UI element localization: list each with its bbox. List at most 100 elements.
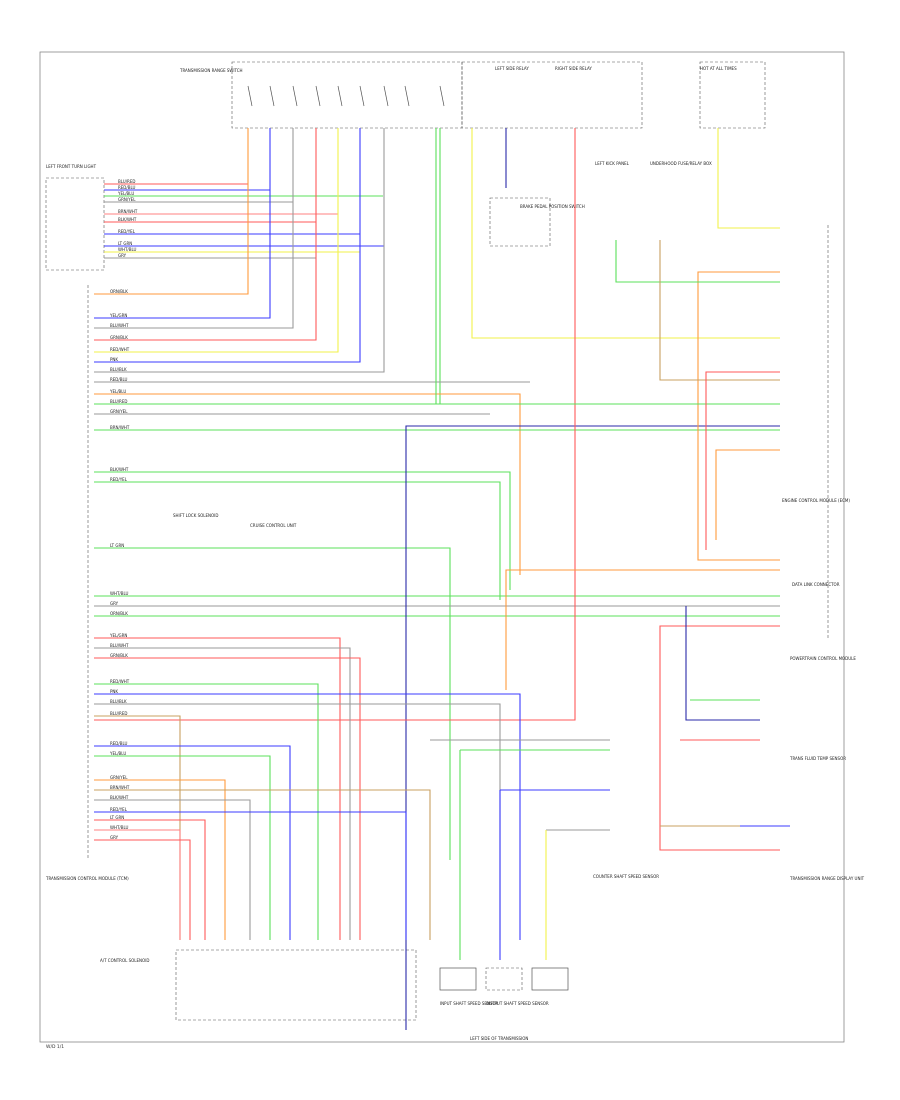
hot-at-all-times-box: HOT AT ALL TIMES	[699, 61, 766, 129]
wire-color-tag: BLK/WHT	[110, 795, 129, 800]
wire-color-tag: YEL/BLU	[109, 751, 126, 756]
dark-blue-right	[685, 606, 760, 721]
wire-color-tag: BRN/WHT	[118, 209, 138, 214]
at-control-solenoid-label: A/T CONTROL SOLENOID	[100, 958, 149, 963]
left-front-turn-label: LEFT FRONT TURN LIGHT	[46, 164, 97, 169]
wire-color-tag: RED/WHT	[110, 347, 130, 352]
lower-bundle-6	[94, 715, 181, 940]
lower-bundle-13	[94, 819, 206, 940]
wire-color-tag: YEL/GRN	[109, 313, 127, 318]
blue-trunk	[405, 425, 780, 1030]
lower-bundle-4	[94, 693, 521, 940]
lower-bundle-7	[94, 745, 291, 940]
wire-color-tag: RED/BLU	[110, 741, 128, 746]
wire-color-tag: PNK	[110, 689, 118, 694]
wire-color-tag: GRY	[110, 835, 119, 840]
range-switch-drop-5	[94, 128, 361, 363]
lower-bundle-9	[94, 779, 226, 940]
orange-mid-run	[505, 569, 780, 690]
wire-color-tag: RED/YEL	[110, 807, 128, 812]
lower-bundle-10	[94, 789, 431, 940]
fuse-block-label: UNDERHOOD FUSE/RELAY BOX	[650, 161, 712, 166]
wire-color-tag: BLU/RED	[110, 711, 127, 716]
right-connector-column: ENGINE CONTROL MODULE (ECM) DATA LINK CO…	[782, 225, 865, 881]
red-relay-run	[94, 128, 576, 721]
lower-bundle-0	[94, 637, 341, 940]
wire-color-tag: RED/YEL	[118, 229, 136, 234]
tcm-label: TRANSMISSION CONTROL MODULE (TCM)	[45, 876, 129, 881]
transmission-range-switch-label: TRANSMISSION RANGE SWITCH	[179, 68, 243, 73]
wire-color-tag: BLU/WHT	[110, 323, 129, 328]
wire-color-tag: BLK/WHT	[118, 217, 137, 222]
ecm-label: ENGINE CONTROL MODULE (ECM)	[782, 498, 850, 503]
lower-bundle-1	[94, 647, 351, 940]
range-switch-drop-1	[94, 128, 271, 319]
range-switch-drop-6	[94, 128, 385, 373]
page-label: W/D 1/1	[46, 1044, 64, 1050]
left-side-transmission-label: LEFT SIDE OF TRANSMISSION	[470, 1036, 528, 1041]
right-side-relay-label: RIGHT SIDE RELAY	[555, 66, 592, 71]
wire-color-tag: WHT/BLU	[110, 591, 129, 596]
wire-tags: BLU/REDRED/BLUYEL/BLUGRN/YELBRN/WHTBLK/W…	[109, 179, 138, 840]
orange-right-loop	[697, 271, 780, 561]
wire-color-tag: GRN/BLK	[110, 653, 128, 658]
at-control-solenoid: A/T CONTROL SOLENOID	[100, 949, 417, 1021]
cruise-control-label: CRUISE CONTROL UNIT	[250, 523, 297, 528]
switch-contact	[315, 85, 321, 107]
lower-bundle-14	[94, 829, 181, 940]
lower-bundle-2	[94, 657, 361, 940]
wire-color-tag: BLU/WHT	[110, 643, 129, 648]
shift-lock-label: SHIFT LOCK SOLENOID	[173, 513, 218, 518]
wire-color-tag: YEL/BLU	[109, 389, 126, 394]
long-run-6	[94, 547, 451, 860]
switch-contact	[439, 85, 445, 107]
left-kick-panel-label: LEFT KICK PANEL	[595, 161, 630, 166]
tan-right-stub	[659, 240, 780, 381]
wire-color-tag: YEL/BLU	[117, 191, 134, 196]
lower-bundle-12	[94, 811, 407, 940]
wire-color-tag: GRY	[110, 601, 119, 606]
long-run-5	[94, 481, 501, 600]
lower-bundle-3	[94, 683, 319, 940]
wire-color-tag: ORN/BLK	[110, 289, 128, 294]
switch-contact	[383, 85, 389, 107]
green-right-stub	[615, 240, 780, 283]
red-right-loop	[659, 625, 780, 851]
wire-color-tag: WHT/BLU	[110, 825, 129, 830]
wire-color-tag: LT GRN	[110, 815, 124, 820]
diagram-frame	[39, 51, 845, 1043]
trans-fluid-temp-label: TRANS FLUID TEMP SENSOR	[789, 756, 846, 761]
wire-color-tag: GRN/YEL	[110, 775, 128, 780]
wire-color-tag: WHT/BLU	[118, 247, 137, 252]
hot-at-all-times-label: HOT AT ALL TIMES	[700, 66, 737, 71]
range-switch-drop-3	[94, 128, 317, 341]
relay-box-top: LEFT SIDE RELAY RIGHT SIDE RELAY	[461, 61, 643, 129]
switch-contact	[404, 85, 410, 107]
switch-contact	[269, 85, 275, 107]
wire-color-tag: LT GRN	[118, 241, 132, 246]
wire-color-tag: GRY	[118, 253, 127, 258]
wire-color-tag: PNK	[110, 357, 118, 362]
wire-color-tag: BLU/RED	[118, 179, 135, 184]
left-front-turn-block: LEFT FRONT TURN LIGHT	[45, 164, 105, 271]
range-switch-drop-0	[94, 128, 249, 295]
wire-color-tag: RED/BLU	[118, 185, 136, 190]
transmission-range-switch: TRANSMISSION RANGE SWITCH	[179, 61, 463, 129]
switch-contact	[359, 85, 365, 107]
powertrain-ctrl-label: POWERTRAIN CONTROL MODULE	[790, 656, 856, 661]
switch-contact	[247, 85, 253, 107]
wires	[94, 128, 790, 1030]
brake-pedal-switch-label: BRAKE PEDAL POSITION SWITCH	[520, 204, 585, 209]
wire-color-tag: BLU/RED	[110, 399, 127, 404]
output-shaft-speed-label: OUTPUT SHAFT SPEED SENSOR	[486, 1001, 549, 1006]
green-right-run	[435, 128, 780, 405]
brake-pedal-switch: BRAKE PEDAL POSITION SWITCH	[489, 197, 585, 247]
counter-shaft-label: COUNTER SHAFT SPEED SENSOR	[593, 874, 659, 879]
hot-feed	[717, 128, 780, 229]
long-run-1	[94, 393, 521, 575]
red-right-run	[705, 371, 780, 550]
wire-color-tag: ORN/BLK	[110, 611, 128, 616]
range-switch-drop-2	[94, 128, 294, 329]
